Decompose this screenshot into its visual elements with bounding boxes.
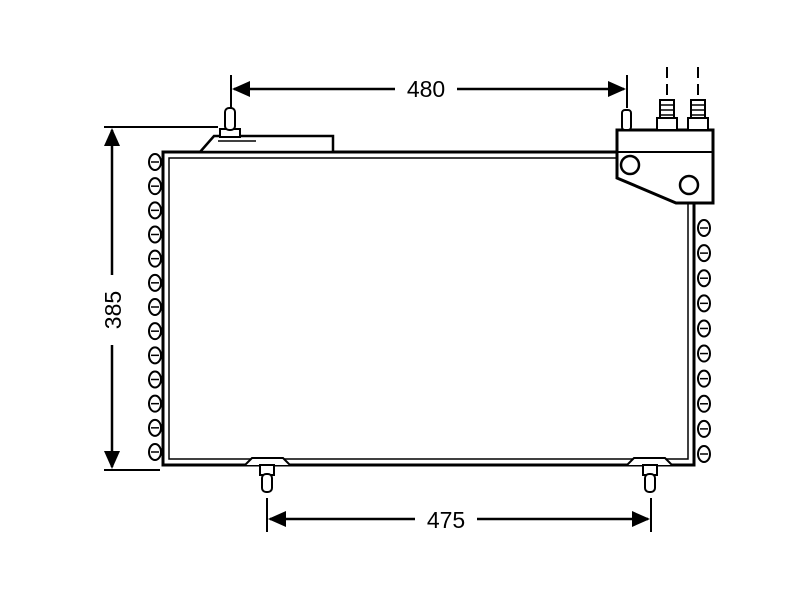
top-right-connector bbox=[615, 67, 715, 205]
right-tube-end bbox=[697, 244, 711, 263]
top-dim-arrow-left bbox=[232, 81, 250, 97]
left-tube-end bbox=[148, 201, 162, 220]
right-tube-end bbox=[697, 394, 711, 413]
right-tube-end bbox=[697, 294, 711, 313]
left-tube-end bbox=[148, 394, 162, 413]
top-left-pin bbox=[224, 107, 236, 131]
top-dimension-label: 480 bbox=[407, 76, 445, 102]
bottom-left-pin bbox=[261, 473, 273, 493]
height-dimension: 385 bbox=[100, 126, 218, 471]
left-tube-end bbox=[148, 418, 162, 437]
fitting-left bbox=[656, 67, 678, 131]
top-dim-arrow-right bbox=[608, 81, 626, 97]
bottom-dimension-label: 475 bbox=[427, 507, 465, 533]
right-tube-end bbox=[697, 269, 711, 288]
bottom-dim-arrow-left bbox=[268, 511, 286, 527]
bottom-right-bracket bbox=[626, 457, 673, 466]
right-tube-ends bbox=[697, 219, 711, 463]
bottom-right-pin bbox=[644, 473, 656, 493]
bottom-dimension: 475 bbox=[266, 498, 652, 533]
bottom-left-mount bbox=[244, 457, 291, 493]
height-dim-arrow-bottom bbox=[104, 451, 120, 469]
right-tube-end bbox=[697, 344, 711, 363]
core-inner-frame bbox=[168, 157, 689, 460]
top-left-mount bbox=[197, 107, 335, 154]
left-tube-ends bbox=[148, 153, 162, 461]
left-tube-end bbox=[148, 177, 162, 196]
left-tube-end bbox=[148, 225, 162, 244]
height-dimension-label: 385 bbox=[100, 291, 126, 329]
right-tube-end bbox=[697, 445, 711, 463]
height-dim-arrow-top bbox=[104, 128, 120, 146]
left-tube-end bbox=[148, 322, 162, 341]
right-tube-end bbox=[697, 419, 711, 438]
right-tube-end bbox=[697, 319, 711, 338]
connector-hole-left bbox=[619, 154, 641, 176]
top-dimension: 480 bbox=[230, 75, 628, 108]
right-tube-end bbox=[697, 369, 711, 388]
core-outer-frame bbox=[161, 150, 696, 467]
left-tube-end bbox=[148, 153, 162, 171]
connector-small-pin bbox=[621, 109, 632, 131]
connector-hole-right bbox=[678, 174, 700, 196]
left-tube-end bbox=[148, 346, 162, 365]
left-tube-end bbox=[148, 370, 162, 389]
left-tube-end bbox=[148, 249, 162, 268]
condenser-core bbox=[161, 150, 696, 467]
bottom-dim-arrow-right bbox=[632, 511, 650, 527]
left-tube-end bbox=[148, 298, 162, 316]
top-left-bracket bbox=[197, 134, 335, 154]
fitting-right bbox=[687, 67, 709, 131]
bottom-left-bracket bbox=[244, 457, 291, 466]
right-tube-end bbox=[697, 219, 711, 237]
bottom-right-mount bbox=[626, 457, 673, 493]
left-tube-end bbox=[148, 273, 162, 292]
left-tube-end bbox=[148, 443, 162, 461]
